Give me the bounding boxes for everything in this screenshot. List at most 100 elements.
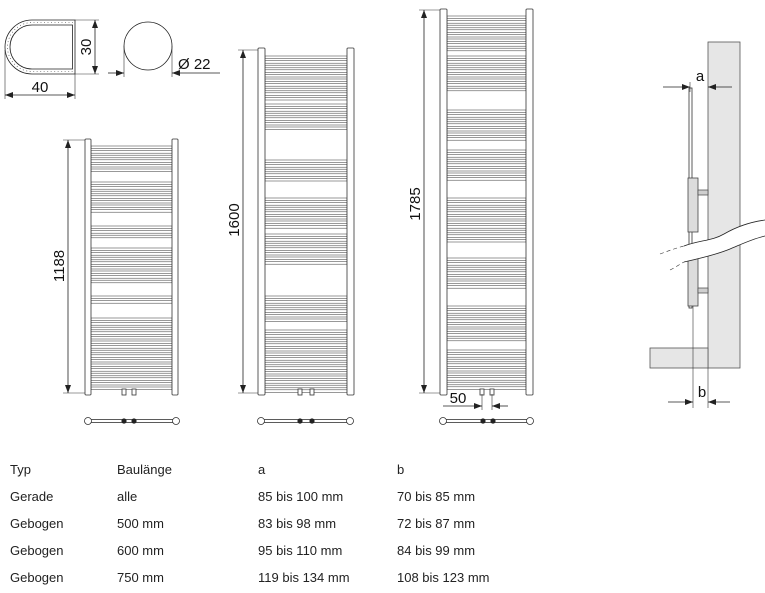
radiator-2-left-pole (257, 47, 266, 396)
radiator-bar (90, 349, 173, 354)
radiator-bar (90, 195, 173, 199)
radiator-bar (90, 279, 173, 284)
radiator-bar (446, 38, 527, 42)
radiator-bar (264, 74, 348, 78)
radiator-bar (264, 371, 348, 375)
radiator-bar (446, 197, 527, 201)
side-view-break-dash-bottom (669, 261, 685, 271)
radiator-bar (90, 247, 173, 251)
radiator-bar (90, 340, 173, 344)
side-view-break-fill (684, 220, 765, 262)
side-view-lower-bracket (697, 287, 709, 294)
radiator-bar (264, 242, 348, 247)
radiator-bar (264, 252, 348, 256)
radiator-2-valve-right (309, 388, 315, 396)
radiator-bar (446, 211, 527, 215)
table-cell-a: 83 bis 98 mm (258, 516, 337, 531)
profile-cross-section: 40 30 (4, 19, 99, 99)
radiator-2-bars (264, 55, 348, 393)
radiator-3-height-label: 1785 (407, 187, 424, 220)
radiator-bar (446, 349, 527, 353)
radiator-3-valve-spacing-label: 50 (450, 390, 467, 407)
radiator-bar (264, 233, 348, 237)
radiator-1-height-label: 1188 (51, 250, 68, 282)
radiator-bar (264, 238, 348, 242)
radiator-bar (90, 386, 173, 390)
tube-circle (123, 21, 173, 71)
radiator-bar (90, 150, 173, 154)
radiator-bar (446, 337, 527, 342)
table-header-row: Typ Baulänge a b (0, 456, 765, 483)
table-cell-a: 85 bis 100 mm (258, 489, 344, 504)
radiator-bar (446, 386, 527, 390)
table-cell-b: 72 bis 87 mm (397, 516, 476, 531)
radiator-bar (264, 69, 348, 73)
radiator-bar (446, 368, 527, 372)
radiator-1-top-view (84, 417, 180, 425)
radiator-1-right-pole (171, 138, 179, 396)
radiator-bar (90, 377, 173, 381)
radiator-bar (264, 126, 348, 130)
radiator-bar (446, 177, 527, 181)
radiator-bar (90, 234, 173, 239)
table-row: Gebogen 500 mm 83 bis 98 mm 72 bis 87 mm (0, 510, 765, 537)
radiator-2-valve-left (297, 388, 303, 396)
radiator-bar (90, 372, 173, 377)
radiator-3-left-pole (439, 8, 448, 396)
radiator-bar (264, 60, 348, 64)
radiator-bar (90, 186, 173, 190)
radiator-bar (264, 334, 348, 338)
radiator-1-left-pole (84, 138, 92, 396)
radiator-bar (446, 83, 527, 87)
table-row: Gebogen 600 mm 95 bis 110 mm 84 bis 99 m… (0, 537, 765, 564)
table-cell-typ: Gebogen (10, 570, 64, 585)
radiator-bar (264, 92, 348, 96)
radiator-bar (446, 266, 527, 271)
radiator-bar (264, 380, 348, 384)
radiator-bar (264, 211, 348, 215)
radiator-bar (264, 247, 348, 251)
radiator-bar (446, 319, 527, 323)
radiator-bar (90, 300, 173, 304)
table-header-typ: Typ (10, 462, 31, 477)
radiator-bar (446, 109, 527, 113)
radiator-bar (446, 333, 527, 337)
side-view-radiator-upper-section (687, 177, 699, 233)
dimension-b-label: b (698, 384, 706, 401)
radiator-bar (264, 357, 348, 361)
radiator-bar (446, 202, 527, 206)
radiator-1-top-view-end-left (84, 417, 92, 425)
radiator-bar (446, 69, 527, 73)
radiator-bar (446, 220, 527, 224)
radiator-bar (264, 384, 348, 389)
radiator-bar (90, 336, 173, 340)
radiator-bar (446, 24, 527, 29)
radiator-bar (446, 372, 527, 376)
radiator-3-right-pole (525, 8, 534, 396)
radiator-bar (90, 331, 173, 335)
radiator-bar (446, 137, 527, 141)
radiator-bar (446, 43, 527, 47)
radiator-bar (446, 15, 527, 19)
radiator-bar (90, 363, 173, 367)
radiator-1: 1188 (51, 138, 180, 425)
radiator-bar (446, 132, 527, 136)
table-header-a: a (258, 462, 266, 477)
radiator-1-top-view-connection-right (131, 418, 137, 424)
radiator-bar (264, 178, 348, 182)
radiator-bar (446, 216, 527, 220)
side-view-upper-bracket (697, 189, 709, 196)
radiator-bar (446, 363, 527, 367)
radiator-bar (264, 159, 348, 163)
radiator-3-top-view-end-left (439, 417, 447, 425)
radiator-bar (446, 229, 527, 234)
radiator-1-valve-left (121, 388, 127, 396)
radiator-bar (446, 239, 527, 243)
radiator-bar (264, 338, 348, 343)
radiator-bar (264, 112, 348, 117)
table-cell-typ: Gerade (10, 489, 54, 504)
radiator-bar (90, 326, 173, 331)
table-cell-baulaenge: 500 mm (117, 516, 164, 531)
radiator-bar (90, 345, 173, 349)
radiator-2-top-view (257, 417, 354, 425)
